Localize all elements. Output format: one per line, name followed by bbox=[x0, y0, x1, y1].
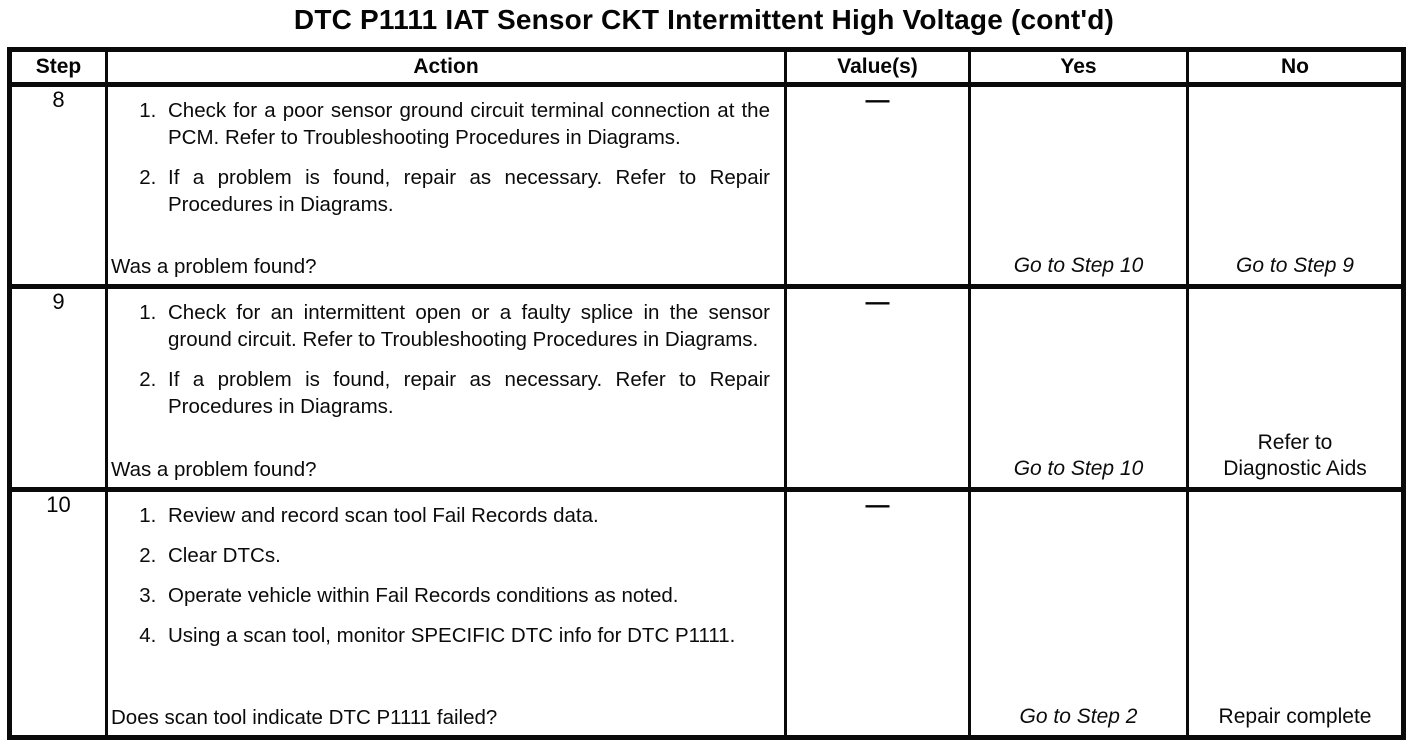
table-row-step-10: 10 Review and record scan tool Fail Reco… bbox=[8, 487, 1405, 740]
page-title: DTC P1111 IAT Sensor CKT Intermittent Hi… bbox=[293, 4, 1115, 35]
action-cell: Check for an intermittent open or a faul… bbox=[105, 284, 787, 492]
col-header-yes: Yes bbox=[968, 47, 1189, 87]
action-list: Check for an intermittent open or a faul… bbox=[110, 295, 774, 433]
no-action: Refer to Diagnostic Aids bbox=[1223, 431, 1367, 480]
action-item: If a problem is found, repair as necessa… bbox=[162, 366, 770, 420]
yes-cell: Go to Step 10 bbox=[968, 284, 1189, 492]
action-list: Review and record scan tool Fail Records… bbox=[110, 498, 774, 662]
yes-cell: Go to Step 10 bbox=[968, 82, 1189, 289]
no-action: Go to Step 9 bbox=[1236, 254, 1354, 277]
value-cell: — bbox=[784, 82, 971, 289]
header-row: Step Action Value(s) Yes No bbox=[8, 47, 1405, 87]
yes-action: Go to Step 10 bbox=[1013, 254, 1144, 277]
no-cell: Refer to Diagnostic Aids bbox=[1186, 284, 1405, 492]
action-item: Operate vehicle within Fail Records cond… bbox=[162, 582, 770, 609]
col-header-no: No bbox=[1186, 47, 1405, 87]
yes-action: Go to Step 10 bbox=[1013, 457, 1144, 480]
value-cell: — bbox=[784, 284, 971, 492]
col-header-action: Action bbox=[105, 47, 787, 87]
col-header-value: Value(s) bbox=[784, 47, 971, 87]
diagnostic-table: Step Action Value(s) Yes No 8 Check for … bbox=[7, 47, 1406, 740]
question-text: Does scan tool indicate DTC P1111 failed… bbox=[111, 706, 498, 729]
action-item: Using a scan tool, monitor SPECIFIC DTC … bbox=[162, 622, 770, 649]
action-item: Clear DTCs. bbox=[162, 542, 770, 569]
step-number: 8 bbox=[8, 82, 108, 289]
yes-action: Go to Step 2 bbox=[1019, 705, 1138, 728]
table-row-step-8: 8 Check for a poor sensor ground circuit… bbox=[8, 82, 1405, 289]
no-action: Repair complete bbox=[1218, 705, 1372, 728]
action-list: Check for a poor sensor ground circuit t… bbox=[110, 93, 774, 231]
question-text: Was a problem found? bbox=[111, 458, 317, 481]
table-row-step-9: 9 Check for an intermittent open or a fa… bbox=[8, 284, 1405, 492]
step-number: 10 bbox=[8, 487, 108, 740]
action-cell: Review and record scan tool Fail Records… bbox=[105, 487, 787, 740]
no-cell: Go to Step 9 bbox=[1186, 82, 1405, 289]
action-item: If a problem is found, repair as necessa… bbox=[162, 164, 770, 218]
action-item: Check for a poor sensor ground circuit t… bbox=[162, 97, 770, 151]
no-cell: Repair complete bbox=[1186, 487, 1405, 740]
action-cell: Check for a poor sensor ground circuit t… bbox=[105, 82, 787, 289]
col-header-step: Step bbox=[8, 47, 108, 87]
action-item: Check for an intermittent open or a faul… bbox=[162, 299, 770, 353]
question-text: Was a problem found? bbox=[111, 255, 317, 278]
step-number: 9 bbox=[8, 284, 108, 492]
action-item: Review and record scan tool Fail Records… bbox=[162, 502, 770, 529]
value-cell: — bbox=[784, 487, 971, 740]
yes-cell: Go to Step 2 bbox=[968, 487, 1189, 740]
